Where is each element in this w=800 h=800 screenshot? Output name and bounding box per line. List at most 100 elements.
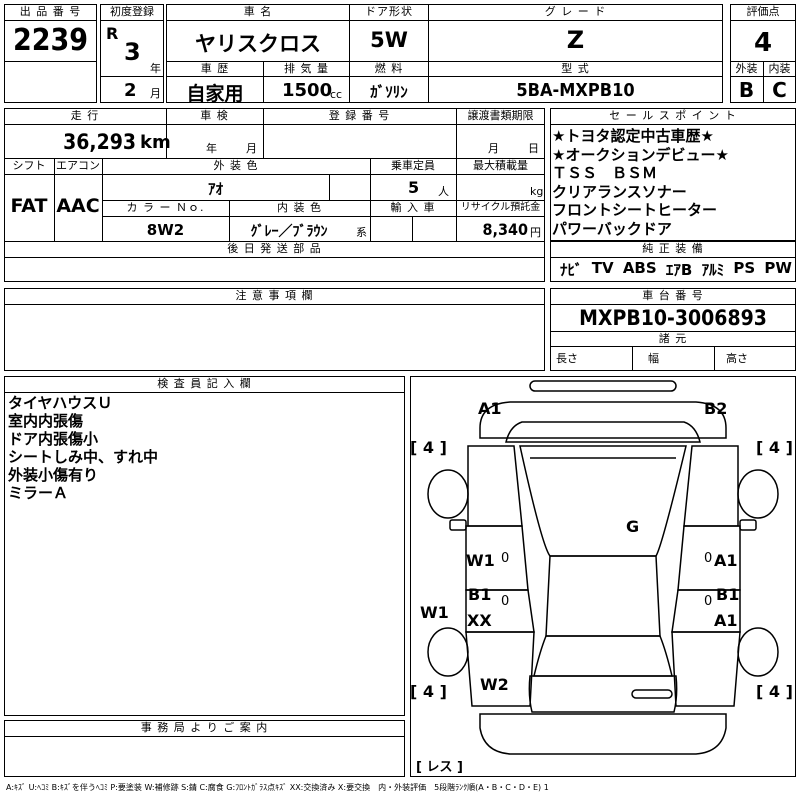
interior-label: 内装 [768, 62, 791, 75]
rear-bumper [479, 713, 727, 755]
equipment-list: ﾅﾋﾞ TV ABS ｴｱB ｱﾙﾐ PS PW [552, 259, 796, 280]
hood [505, 421, 701, 443]
ac-value: AAC [56, 195, 100, 217]
equipment-item: ABS [622, 259, 657, 277]
damage-mark: G [626, 517, 640, 536]
car-name-value: ヤリスクロス [195, 32, 321, 56]
sales-point-item: ★トヨタ認定中古車歴★ [552, 127, 714, 145]
capacity-label: 乗車定員 [391, 159, 435, 172]
lot-number-cell [4, 4, 97, 103]
interior-color-suffix: 系 [356, 226, 367, 239]
capacity-unit: 人 [438, 185, 449, 198]
inspector-note-line: 外装小傷有り [8, 466, 99, 484]
damage-mark: B1 [468, 585, 492, 604]
month-unit: 月 [150, 87, 161, 100]
first-registration-label: 初度登録 [110, 5, 154, 18]
score-value: 4 [753, 28, 773, 58]
registration-label: 登 録 番 号 [328, 109, 391, 122]
door-mark: 0 [501, 551, 510, 566]
inspector-notes: タイヤハウスＵ 室内内張傷 ドア内張傷小 シートしみ中、すれ中 外装小傷有り ミ… [8, 394, 402, 502]
windshield [519, 445, 687, 557]
damage-mark: W2 [480, 675, 509, 694]
length-label: 長さ [556, 352, 578, 365]
sales-points-list: ★トヨタ認定中古車歴★ ★オークションデビュー★ ＴＳＳ ＢＳＭ クリアランスソ… [552, 127, 796, 238]
shift-value: FAT [10, 195, 48, 217]
width-label: 幅 [648, 352, 659, 365]
height-label: 高さ [726, 352, 748, 365]
left-mirror [449, 519, 467, 531]
damage-mark: W1 [466, 551, 495, 570]
equipment-item: TV [591, 259, 614, 277]
sales-point-item: ★オークションデビュー★ [552, 145, 729, 164]
tire-front-left: [ 4 ] [410, 438, 447, 457]
equipment-item: ｱﾙﾐ [701, 261, 725, 279]
rear-left-wheel [427, 627, 469, 677]
later-parts-label: 後 日 発 送 部 品 [227, 242, 322, 255]
interior-color-value: ｸﾞﾚｰ／ﾌﾞﾗｳﾝ [250, 224, 328, 240]
sales-points-section [550, 108, 796, 241]
sales-point-item: フロントシートヒーター [552, 201, 718, 219]
month-value: 2 [124, 80, 137, 101]
damage-mark: A1 [714, 551, 738, 570]
transfer-deadline-label: 譲渡書類期限 [467, 109, 534, 122]
right-front-fender [683, 445, 739, 527]
office-label: 事 務 局 よ り ご 案 内 [140, 721, 269, 734]
sales-point-item: パワーバックドア [552, 219, 672, 238]
damage-mark: B2 [704, 399, 728, 418]
interior-grade-value: C [772, 78, 787, 102]
rear-right-wheel [737, 627, 779, 677]
ac-label: エアコン [56, 159, 100, 172]
inspection-year-unit: 年 [206, 142, 217, 155]
sales-point-item: ＴＳＳ ＢＳＭ [552, 164, 658, 182]
front-left-wheel [427, 469, 469, 519]
equipment-item: PW [764, 259, 792, 277]
recycle-unit: 円 [530, 226, 541, 239]
displacement-label: 排 気 量 [284, 62, 329, 75]
first-registration-cell [100, 4, 164, 103]
door-type-value: 5W [370, 28, 408, 52]
capacity-value: 5 [408, 178, 420, 197]
right-mirror [739, 519, 757, 531]
model-value: 5BA-MXPB10 [516, 80, 635, 101]
door-mark: 0 [501, 594, 510, 609]
spare-tire: [ レス ] [416, 760, 463, 775]
door-type-label: ドア形状 [365, 5, 413, 18]
equipment-label: 純 正 装 備 [642, 242, 704, 255]
displacement-value: 1500 [282, 80, 333, 101]
recycle-value: 8,340 [482, 220, 528, 239]
score-label: 評価点 [746, 5, 780, 18]
exterior-grade-value: B [738, 78, 755, 102]
transfer-month-unit: 月 [488, 142, 499, 155]
mileage-value: 36,293 [63, 130, 136, 154]
mileage-label: 走 行 [70, 109, 100, 122]
inspector-note-line: タイヤハウスＵ [8, 394, 113, 412]
era-value: R [106, 24, 119, 43]
exterior-color-value: ｱｵ [207, 180, 223, 198]
equipment-item: ﾅﾋﾞ [560, 261, 583, 279]
inspector-note-line: ドア内張傷小 [8, 430, 99, 448]
notes-label: 注 意 事 項 欄 [235, 289, 314, 302]
inspection-month-unit: 月 [246, 142, 257, 155]
equipment-item: ｴｱB [665, 261, 693, 279]
car-body-outline [427, 380, 779, 755]
equipment-section [550, 241, 796, 282]
import-label: 輸 入 車 [390, 201, 436, 214]
tire-rear-left: [ 4 ] [410, 682, 447, 701]
sales-points-label: セ ー ル ス ポ イ ン ト [609, 109, 737, 122]
door-mark: 0 [704, 551, 713, 566]
interior-color-label: 内 装 色 [277, 201, 322, 214]
inspector-note-line: シートしみ中、すれ中 [8, 448, 159, 466]
rear-bumper-strip [631, 689, 673, 699]
chassis-section [550, 288, 796, 371]
damage-mark: A1 [714, 611, 738, 630]
right-quarter [671, 631, 741, 707]
equipment-item: PS [733, 259, 756, 277]
max-load-unit: kg [530, 185, 544, 198]
chassis-number-value: MXPB10-3006893 [579, 306, 767, 330]
inspector-note-line: ミラーＡ [8, 484, 69, 502]
tire-rear-right: [ 4 ] [756, 682, 793, 701]
legend-text: A:ｷｽﾞ U:ﾍｺﾐ B:ｷｽﾞを伴うﾍｺﾐ P:要塗装 W:補修跡 S:錆 … [6, 783, 549, 792]
shift-label: シフト [12, 159, 46, 172]
car-diagram [410, 376, 796, 777]
roof [545, 555, 661, 637]
